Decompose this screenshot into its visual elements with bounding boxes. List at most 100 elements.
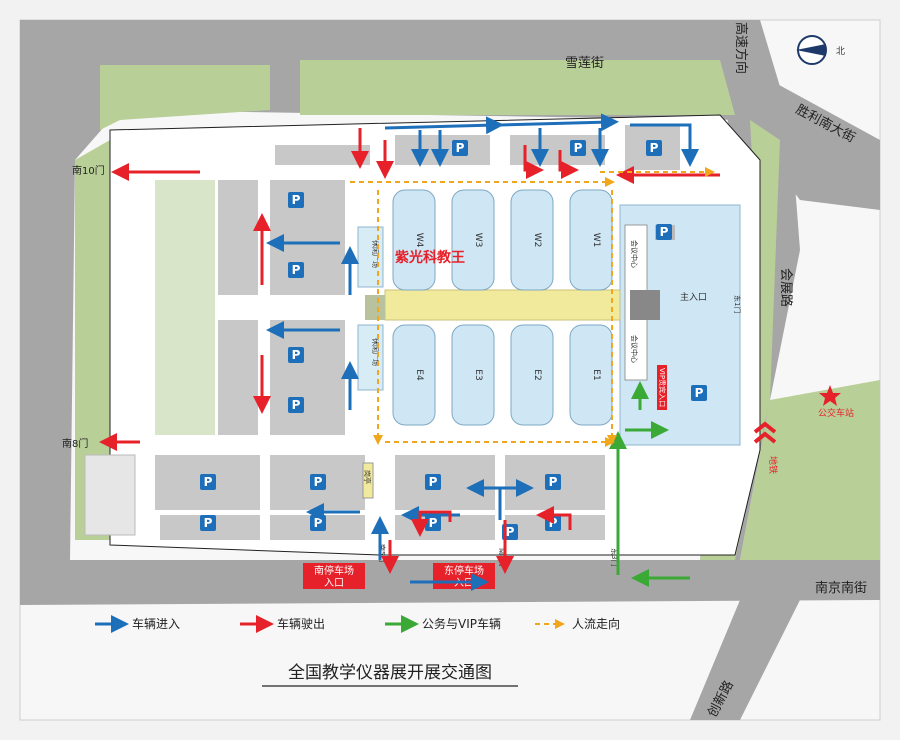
parking-badge-label: P (204, 516, 213, 530)
lot-w1 (218, 180, 258, 295)
parking-badge-label: P (292, 263, 301, 277)
parking-badge-bg (691, 385, 707, 401)
legend-label: 车辆驶出 (277, 616, 325, 631)
gate-south5: 南5门 (378, 544, 387, 562)
hall-label-E2: E2 (532, 369, 542, 380)
parking-badge-label: P (660, 225, 669, 239)
bus-stop-star-icon (819, 385, 841, 406)
hall-W2: W2 (510, 189, 554, 291)
parking-badge-label: P (549, 516, 558, 530)
brand-label: 紫光科教王 (395, 249, 465, 266)
parking-badge: P (425, 474, 441, 490)
meeting-center-label-1: 会议中心 (630, 240, 639, 268)
stair-2 (630, 290, 660, 320)
parking-badge: P (646, 140, 662, 156)
south-lot-entry: 南停车场 入口 (303, 563, 365, 589)
hall-shape-E3 (451, 324, 495, 426)
south-lot-line2: 入口 (324, 578, 344, 589)
parking-badge-bg (288, 192, 304, 208)
parking-badge: P (691, 385, 707, 401)
legend-item: 车辆驶出 (240, 615, 325, 633)
parking-badge: P (288, 347, 304, 363)
parking-badge-label: P (292, 398, 301, 412)
hall-shape-E4 (392, 324, 436, 426)
plaza-label-2: 休闲广场 (371, 338, 380, 366)
out-south-1 (411, 510, 452, 537)
road-label-ne: 高速方向 (733, 22, 749, 74)
lot-n1 (275, 145, 370, 165)
hall-label-W3: W3 (473, 233, 483, 248)
legend-label: 车辆进入 (132, 616, 180, 631)
east-lot-entry: 东停车场 入口 (433, 563, 495, 589)
parking-badge-bg (288, 347, 304, 363)
guard-booth (362, 462, 374, 499)
green-nw (100, 65, 270, 130)
lot-west-green (155, 180, 215, 435)
main-entrance-label: 主入口 (680, 291, 707, 303)
legend-label: 人流走向 (572, 616, 620, 631)
parking-badge: P (452, 140, 468, 156)
metro-chevrons (753, 421, 777, 444)
legend-label: 公务与VIP车辆 (422, 616, 501, 631)
hall-label-E1: E1 (591, 369, 601, 380)
chuangxin-road (690, 600, 800, 720)
in-n-e (630, 123, 699, 167)
hall-W4: W4 (392, 189, 436, 291)
lot-s7 (395, 515, 495, 540)
parking-badge-label: P (429, 475, 438, 489)
shengli-road (780, 140, 880, 200)
green-se (740, 380, 880, 560)
hall-E4: E4 (392, 324, 436, 426)
parking-badge-bg (425, 474, 441, 490)
parking-badge: P (288, 262, 304, 278)
west-link (365, 295, 385, 320)
gate-south10: 南10门 (72, 164, 105, 177)
in-north-1 (384, 116, 504, 135)
parking-badge-bg (545, 474, 561, 490)
compass: 北 (796, 35, 845, 65)
parking-badge-bg (288, 262, 304, 278)
parking-badge: P (288, 192, 304, 208)
legend: 车辆进入 车辆驶出 公务与VIP车辆 人流走向 (95, 615, 620, 633)
legend-item: 车辆进入 (95, 615, 180, 633)
out-n-4 (558, 150, 579, 179)
in-north-2 (499, 113, 619, 132)
parking-badge: P (310, 474, 326, 490)
metro-label: 地铁 (767, 456, 779, 474)
traffic-flows (99, 113, 720, 591)
central-concourse (384, 289, 621, 321)
parking-badge-label: P (314, 516, 323, 530)
parking-badge: P (288, 397, 304, 413)
hall-label-W4: W4 (414, 233, 424, 248)
parking-badge-label: P (695, 386, 704, 400)
meeting-center-label-2: 会议中心 (630, 335, 639, 363)
compass-needle (796, 44, 826, 56)
lot-w2 (270, 180, 345, 295)
east-gate-label: 东1门 (733, 295, 742, 313)
plaza-label-1: 休闲广场 (371, 240, 380, 268)
south-lot-box (303, 563, 365, 589)
legend-item: 人流走向 (535, 616, 620, 631)
parking-badge-label: P (429, 516, 438, 530)
lot-w3 (218, 320, 258, 435)
metro-icon: 地铁 (753, 421, 779, 474)
hall-E3: E3 (451, 324, 495, 426)
parking-badge-label: P (292, 348, 301, 362)
east-lot-line1: 东停车场 (444, 564, 484, 577)
parking-badge-bg (646, 140, 662, 156)
south-lot-line1: 南停车场 (314, 564, 354, 577)
hall-label-W1: W1 (591, 233, 601, 248)
out-n-3 (523, 145, 544, 179)
green-north (300, 60, 735, 115)
vip-entrance-label: VIP贵宾入口 (658, 368, 667, 407)
hall-label-W2: W2 (532, 233, 542, 248)
parking-badge: P (656, 224, 672, 240)
green-areas (75, 60, 880, 560)
hall-E2: E2 (510, 324, 554, 426)
map-title: 全国教学仪器展开展交通图 (288, 663, 492, 683)
lot-sw (84, 454, 136, 536)
parking-badge-bg (570, 140, 586, 156)
legend-item: 公务与VIP车辆 (385, 615, 501, 633)
